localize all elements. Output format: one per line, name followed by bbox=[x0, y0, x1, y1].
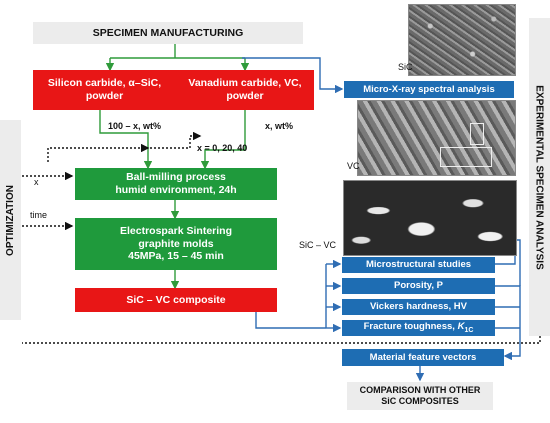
fracture-toughness-box: Fracture toughness, K1C bbox=[342, 320, 495, 336]
sic-micrograph bbox=[408, 4, 516, 76]
x-parameter-label: x bbox=[34, 177, 39, 187]
powders-to-milling-connector bbox=[99, 110, 246, 170]
vanadium-carbide-powder-box: Vanadium carbide, VC, powder bbox=[176, 70, 314, 110]
micro-xray-analysis-box: Micro-X-ray spectral analysis bbox=[344, 81, 514, 98]
sic-image-label: SiC bbox=[398, 62, 413, 72]
x-values-label: x = 0, 20, 40 bbox=[197, 143, 248, 153]
header-to-powders-connector bbox=[105, 43, 250, 72]
time-parameter-label: time bbox=[30, 210, 48, 220]
microstructural-studies-box: Microstructural studies bbox=[342, 257, 495, 273]
vc-fraction-label: x, wt% bbox=[265, 121, 294, 131]
optimization-sidebar: OPTIMIZATION bbox=[0, 120, 21, 320]
sic-fraction-label: 100 – x, wt% bbox=[108, 121, 162, 131]
fracture-toughness-label: Fracture toughness, K1C bbox=[363, 320, 474, 334]
material-feature-vectors-box: Material feature vectors bbox=[342, 349, 504, 366]
silicon-carbide-powder-box: Silicon carbide, α–SiC, powder bbox=[33, 70, 176, 110]
optimization-label: OPTIMIZATION bbox=[5, 184, 17, 256]
specimen-manufacturing-header: SPECIMEN MANUFACTURING bbox=[33, 22, 303, 44]
vickers-hardness-box: Vickers hardness, HV bbox=[342, 299, 495, 315]
experimental-analysis-label: EXPERIMENTAL SPECIMEN ANALYSIS bbox=[534, 84, 546, 270]
electrospark-sintering-box: Electrospark Sintering graphite molds 45… bbox=[75, 218, 277, 270]
sic-vc-image-label: SiC – VC bbox=[299, 240, 337, 250]
vc-micrograph bbox=[357, 100, 516, 176]
sic-vc-micrograph bbox=[343, 180, 517, 256]
header-to-xray-connector bbox=[242, 57, 344, 94]
ball-milling-box: Ball-milling process humid environment, … bbox=[75, 168, 277, 200]
optimization-feedback-connector bbox=[22, 131, 541, 344]
composite-to-analysis-connector bbox=[255, 239, 521, 382]
porosity-box: Porosity, P bbox=[342, 278, 495, 294]
sic-vc-composite-box: SiC – VC composite bbox=[75, 288, 277, 312]
vc-image-label: VC bbox=[347, 161, 360, 171]
comparison-box: COMPARISON WITH OTHER SiC COMPOSITES bbox=[347, 382, 493, 410]
experimental-analysis-sidebar: EXPERIMENTAL SPECIMEN ANALYSIS bbox=[529, 18, 550, 336]
